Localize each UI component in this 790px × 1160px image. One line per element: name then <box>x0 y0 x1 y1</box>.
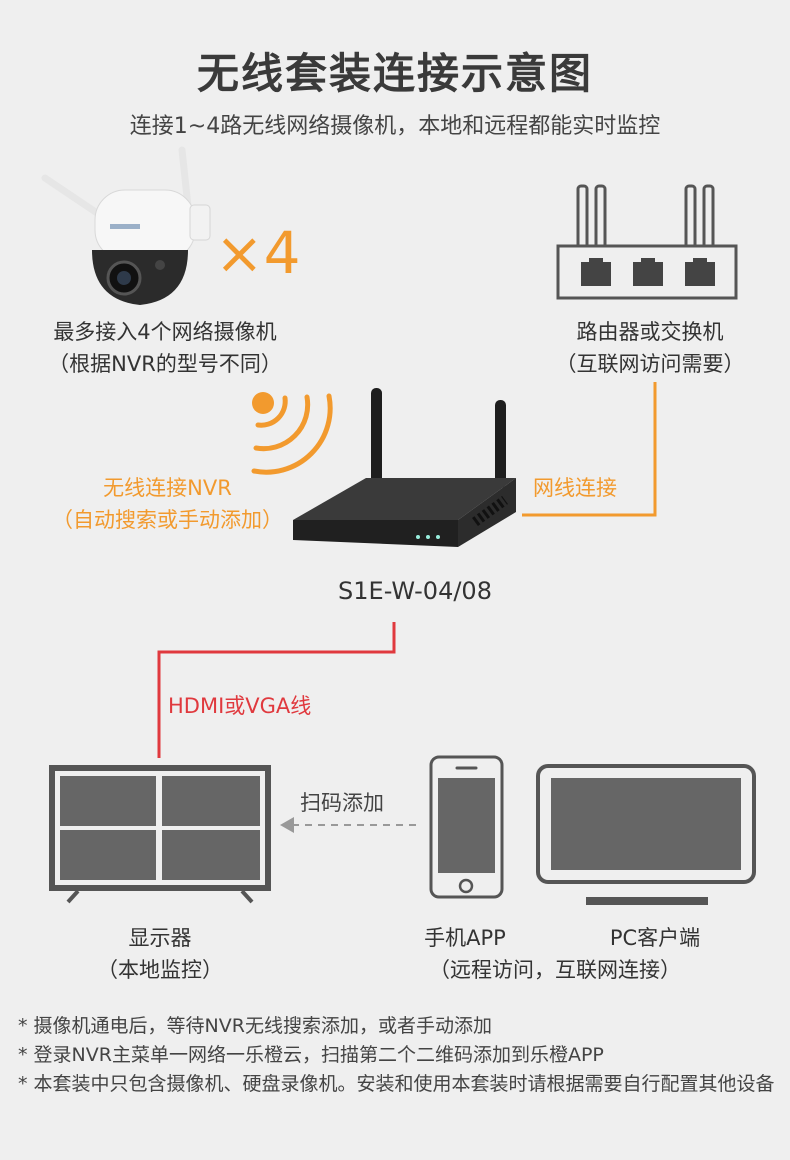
monitor-caption-line1: 显示器 <box>128 926 192 950</box>
phone-app-caption: 手机APP <box>424 926 506 950</box>
nvr-icon <box>293 388 516 547</box>
scan-add-label: 扫码添加 <box>300 791 384 815</box>
camera-caption-line2: （根据NVR的型号不同） <box>48 352 282 376</box>
remote-access-caption: （远程访问，互联网连接） <box>429 958 681 982</box>
scan-arrow <box>280 817 416 833</box>
hdmi-connection-label: HDMI或VGA线 <box>168 694 312 718</box>
nvr-model-label: S1E-W-04/08 <box>338 577 492 605</box>
camera-icon <box>41 146 211 305</box>
wireless-label-line2: （自动搜索或手动添加） <box>52 508 283 532</box>
monitor-icon <box>49 765 271 904</box>
footnote-item: * 摄像机通电后，等待NVR无线搜索添加，或者手动添加 <box>18 1015 492 1037</box>
hdmi-cable-line <box>157 622 396 758</box>
pc-monitor-icon <box>536 764 756 905</box>
camera-count-multiplier: ×4 <box>215 219 301 287</box>
page-subtitle: 连接1~4路无线网络摄像机，本地和远程都能实时监控 <box>129 114 661 139</box>
wifi-signal-icon <box>251 392 333 475</box>
camera-caption: 最多接入4个网络摄像机 （根据NVR的型号不同） <box>20 316 310 380</box>
phone-icon <box>429 755 504 899</box>
network-connection-label: 网线连接 <box>533 476 617 500</box>
router-icon <box>556 184 738 300</box>
footnote-item: * 登录NVR主菜单一网络一乐橙云，扫描第二个二维码添加到乐橙APP <box>18 1044 604 1066</box>
wireless-connection-label: 无线连接NVR （自动搜索或手动添加） <box>20 472 315 536</box>
wireless-label-line1: 无线连接NVR <box>103 476 232 500</box>
network-cable-line <box>522 382 657 517</box>
router-caption-line2: （互联网访问需要） <box>555 352 745 376</box>
camera-caption-line1: 最多接入4个网络摄像机 <box>53 320 277 344</box>
footnote-item: * 本套装中只包含摄像机、硬盘录像机。安装和使用本套装时请根据需要自行配置其他设… <box>18 1073 775 1095</box>
router-caption-line1: 路由器或交换机 <box>576 320 724 344</box>
monitor-caption-line2: （本地监控） <box>97 958 223 982</box>
footnotes: * 摄像机通电后，等待NVR无线搜索添加，或者手动添加 * 登录NVR主菜单一网… <box>18 1012 788 1099</box>
pc-client-caption: PC客户端 <box>609 926 701 950</box>
page-title: 无线套装连接示意图 <box>196 49 593 98</box>
monitor-caption: 显示器 （本地监控） <box>40 922 280 986</box>
router-caption: 路由器或交换机 （互联网访问需要） <box>520 316 780 380</box>
